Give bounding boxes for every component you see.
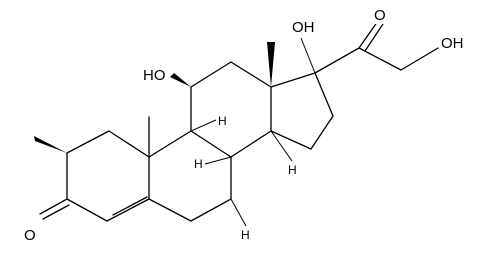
label-h-8: H xyxy=(194,157,203,171)
ring-b xyxy=(148,130,232,222)
label-o-ketone-20: O xyxy=(374,7,386,24)
label-h-9: H xyxy=(218,114,227,128)
label-hydroxyl-21: OH xyxy=(441,35,464,52)
atom-labels: O HO OH O OH H H H H xyxy=(21,5,470,244)
stereo-wedge-methyl-13 xyxy=(267,42,275,87)
substituents xyxy=(34,17,439,220)
ring-d xyxy=(270,72,334,150)
label-hydroxyl-11: HO xyxy=(143,67,166,84)
label-hydroxyl-17: OH xyxy=(292,19,315,36)
label-h-14: H xyxy=(241,228,250,242)
label-h-15: H xyxy=(288,163,297,177)
ring-c xyxy=(190,61,272,158)
stereo-hash-methyl-2 xyxy=(34,136,67,153)
label-o-ketone-3: O xyxy=(24,227,36,244)
stereo-hydrogens xyxy=(190,119,293,227)
stereo-wedge-hydroxyl-11 xyxy=(170,73,191,87)
ring-a xyxy=(66,130,150,222)
